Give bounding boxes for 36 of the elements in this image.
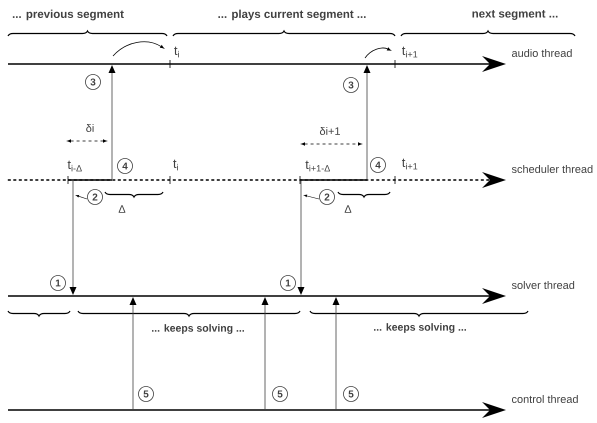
arrow [130, 297, 136, 410]
segment-label: next segment ... [472, 10, 558, 20]
time-label: t$_{i+1}$ [402, 46, 418, 58]
callout-number: 5 [343, 386, 359, 402]
arrow [364, 65, 370, 180]
arrow [108, 65, 116, 180]
time-label: t$_{i}$ [174, 46, 179, 58]
callout-number: 4 [117, 158, 133, 174]
delta-label: δi [86, 124, 94, 132]
thread-label: solver thread [512, 280, 574, 290]
thread-label: control thread [512, 394, 578, 404]
time-label: t$_{i+1-Δ}$ [305, 160, 330, 172]
callout-number: 5 [272, 386, 288, 402]
arrow [262, 297, 268, 410]
callout-number: 2 [87, 189, 103, 205]
callout-number: 3 [85, 74, 101, 90]
thread-line [8, 402, 506, 418]
delta-label: Δ [344, 205, 352, 213]
thread-label: audio thread [512, 48, 572, 58]
callout-number: 2 [319, 189, 335, 205]
arrow [298, 180, 304, 295]
callout-number: 3 [343, 77, 359, 93]
arrow [70, 180, 76, 295]
thread-label: scheduler thread [512, 164, 592, 174]
callout-number: 4 [370, 157, 386, 173]
delta-label: δi+1 [320, 126, 340, 136]
callout-number: 1 [50, 275, 66, 291]
status-label: ... keeps solving ... [374, 323, 466, 333]
callout-number: 5 [138, 386, 154, 402]
delta-label: Δ [118, 205, 126, 213]
thread-line [8, 172, 506, 188]
thread-line [8, 56, 506, 72]
thread-line [8, 288, 506, 304]
segment-label: ... plays current segment ... [218, 10, 366, 20]
callout-number: 1 [280, 275, 296, 291]
arrow [332, 297, 340, 410]
